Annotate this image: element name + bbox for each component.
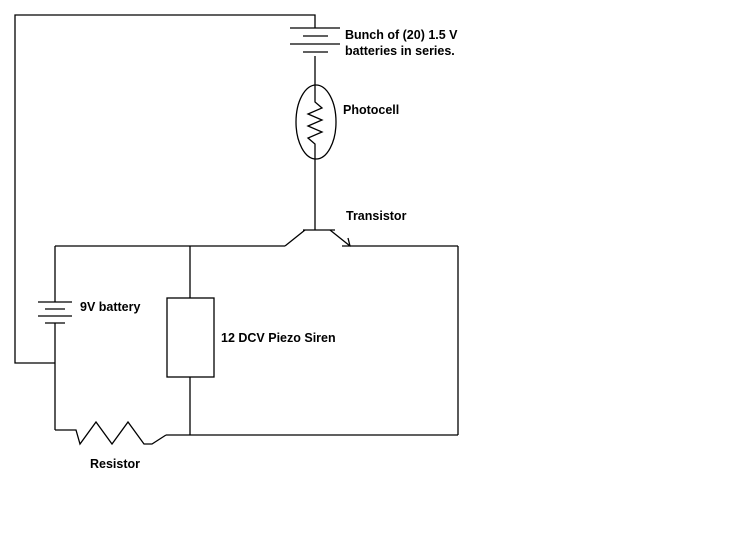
transistor-symbol [284, 229, 351, 247]
photocell-label: Photocell [343, 103, 399, 117]
battery-9v-symbol [38, 301, 72, 324]
piezo-siren-label: 12 DCV Piezo Siren [221, 331, 336, 345]
battery-bank-label-line2: batteries in series. [345, 44, 455, 58]
piezo-siren-symbol [166, 297, 215, 378]
transistor-label: Transistor [346, 209, 407, 223]
resistor-symbol [55, 420, 167, 446]
battery-bank-label-line1: Bunch of (20) 1.5 V [345, 28, 458, 42]
outer-wire [14, 14, 316, 364]
resistor-label: Resistor [90, 457, 140, 471]
photocell-symbol [295, 84, 337, 160]
battery-bank-symbol [290, 27, 340, 53]
battery-9v-label: 9V battery [80, 300, 140, 314]
